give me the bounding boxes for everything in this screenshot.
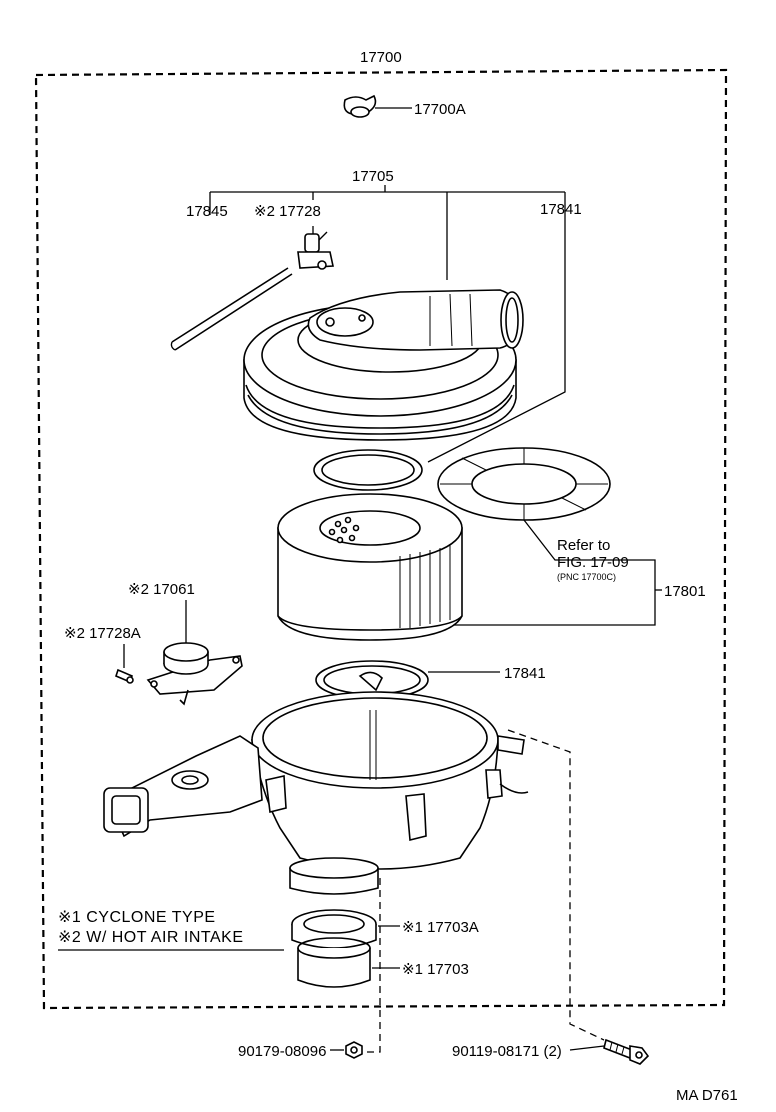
label-17705: 17705 xyxy=(352,168,394,185)
duct-part xyxy=(297,937,371,988)
leader-bolt xyxy=(507,729,605,1041)
label-nut: 90179-08096 xyxy=(238,1043,326,1060)
air-cleaner-case xyxy=(103,691,529,895)
label-refer-line3: (PNC 17700C) xyxy=(557,572,616,582)
wing-nut-part xyxy=(343,94,412,118)
vacuum-motor-part xyxy=(146,642,243,706)
label-bolt: 90119-08171 (2) xyxy=(452,1043,562,1060)
label-17703A: ※1 17703A xyxy=(402,919,479,936)
label-refer-line2: FIG. 17-09 xyxy=(557,554,629,571)
legend-line1: ※1 CYCLONE TYPE xyxy=(58,909,216,926)
filter-element xyxy=(277,493,463,641)
leader-nut xyxy=(362,878,381,1053)
label-17845: 17845 xyxy=(186,203,228,220)
reference-ring xyxy=(437,447,611,521)
label-17728A: ※2 17728A xyxy=(64,625,141,642)
bolt-part xyxy=(603,1038,650,1065)
leader-bolt-label xyxy=(569,1045,605,1051)
label-17700: 17700 xyxy=(360,49,402,66)
valve-part xyxy=(297,226,334,270)
collar-part xyxy=(291,909,377,949)
top-gasket xyxy=(313,449,423,491)
page-code: MA D761 xyxy=(676,1087,738,1104)
legend-line2: ※2 W/ HOT AIR INTAKE xyxy=(58,929,244,946)
leader-refer xyxy=(440,519,656,626)
label-17728: ※2 17728 xyxy=(254,203,321,220)
label-17700A: 17700A xyxy=(414,101,466,118)
cap-assembly-bracket: 17705 xyxy=(209,168,566,280)
leader-17841-top xyxy=(427,215,566,463)
label-17703: ※1 17703 xyxy=(402,961,469,978)
label-17061: ※2 17061 xyxy=(128,581,195,598)
label-refer-line1: Refer to xyxy=(557,537,610,554)
label-17801: 17801 xyxy=(664,583,706,600)
label-17841-lower: 17841 xyxy=(504,665,546,682)
label-17841-top: 17841 xyxy=(540,201,582,218)
air-cleaner-cap xyxy=(243,289,524,441)
screw-part xyxy=(115,668,134,684)
nut-part xyxy=(345,1041,363,1059)
assembly-boundary xyxy=(34,68,728,1010)
hose-part xyxy=(170,267,293,351)
